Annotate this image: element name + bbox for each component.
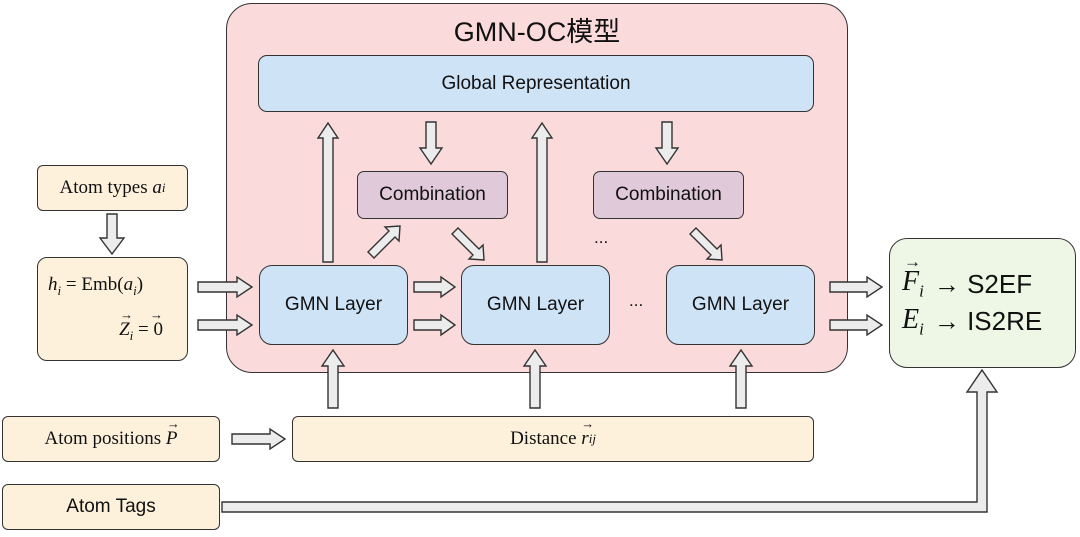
h-sub: i (57, 282, 62, 298)
output-f-target: → S2EF (933, 268, 1033, 299)
output-f-var: F (902, 266, 920, 298)
z-equation: Z→i = 0→ (119, 307, 163, 343)
combination-box-right: Combination (593, 171, 744, 219)
h-equation: hi = Emb(ai) (48, 274, 177, 299)
arrow-z-to-gmn1 (197, 313, 254, 337)
global-representation-label: Global Representation (441, 72, 631, 94)
z-sub: i (129, 327, 134, 343)
arrow-gmn1-to-global (316, 121, 340, 263)
gmn-layer-3-label: GMN Layer (691, 294, 790, 315)
arrow-combination-to-gmn2 (451, 227, 485, 261)
combination-label-right: Combination (615, 184, 722, 205)
h-var: h (48, 274, 58, 296)
output-f-sub: i (919, 282, 924, 301)
gmn-layer-1: GMN Layer (259, 265, 408, 345)
z-rhs: = 0 (138, 319, 163, 341)
combination-box-left: Combination (357, 171, 508, 219)
gmn-layer-1-label: GMN Layer (284, 294, 383, 315)
output-e-target: → IS2RE (933, 306, 1043, 337)
combination-label-left: Combination (379, 184, 486, 205)
output-box: F→i → S2EF Ei → IS2RE (889, 238, 1076, 368)
arrow-positions-to-distance (231, 427, 287, 451)
output-e-var: E (902, 304, 920, 335)
arrow-global-to-combination-left (418, 121, 444, 166)
ellipsis-top: ... (594, 228, 609, 247)
arrow-combination-to-gmn3 (689, 227, 723, 261)
distance-box: Distance r→ij (292, 416, 814, 462)
atom-positions-box: Atom positions P→ (2, 416, 220, 462)
atom-positions-label: Atom positions (44, 428, 162, 449)
arrow-atom-types-to-embedding (98, 213, 126, 256)
arrow-gmn1-to-gmn2-top (413, 275, 457, 299)
ellipsis-mid: ... (629, 291, 644, 310)
arrow-h-to-gmn1 (197, 275, 254, 299)
h-arg: a (123, 274, 134, 296)
h-arg-sub: i (133, 282, 137, 298)
output-e-sub: i (919, 319, 924, 339)
global-representation-box: Global Representation (258, 55, 814, 112)
arrow-distance-to-gmn1 (320, 348, 346, 409)
distance-var: r (581, 428, 589, 449)
atom-types-label: Atom types (59, 177, 148, 198)
embedding-box: hi = Emb(ai) Z→i = 0→ (37, 257, 188, 361)
h-close: ) (136, 274, 144, 296)
atom-types-var: a (152, 177, 162, 198)
output-is2re: Ei → IS2RE (902, 304, 1042, 340)
output-s2ef: F→i → S2EF (902, 252, 1033, 301)
arrow-global-to-combination-right (654, 121, 680, 166)
z-var: Z (119, 319, 130, 341)
arrow-gmn2-to-global (530, 121, 554, 263)
arrow-gmn1-to-combination (367, 225, 401, 259)
distance-label: Distance (510, 428, 577, 449)
arrow-distance-to-gmn2 (522, 348, 548, 409)
gmn-layer-2-label: GMN Layer (486, 294, 585, 315)
arrow-gmn3-to-output-bottom (829, 313, 884, 337)
arrow-atom-tags-to-output (221, 368, 999, 513)
arrow-gmn3-to-output-top (829, 275, 884, 299)
arrow-distance-to-gmn3 (728, 348, 754, 409)
model-title: GMN-OC模型 (453, 17, 621, 47)
atom-positions-var: P (165, 428, 178, 449)
atom-tags-label: Atom Tags (66, 496, 156, 517)
arrow-gmn1-to-gmn2-bottom (413, 313, 457, 337)
gmn-layer-3: GMN Layer (666, 265, 815, 345)
gmn-layer-2: GMN Layer (461, 265, 610, 345)
h-rhs: = Emb( (65, 274, 124, 296)
distance-sub: ij (588, 431, 596, 446)
atom-tags-box: Atom Tags (2, 484, 220, 530)
atom-types-sub: i (161, 180, 166, 195)
